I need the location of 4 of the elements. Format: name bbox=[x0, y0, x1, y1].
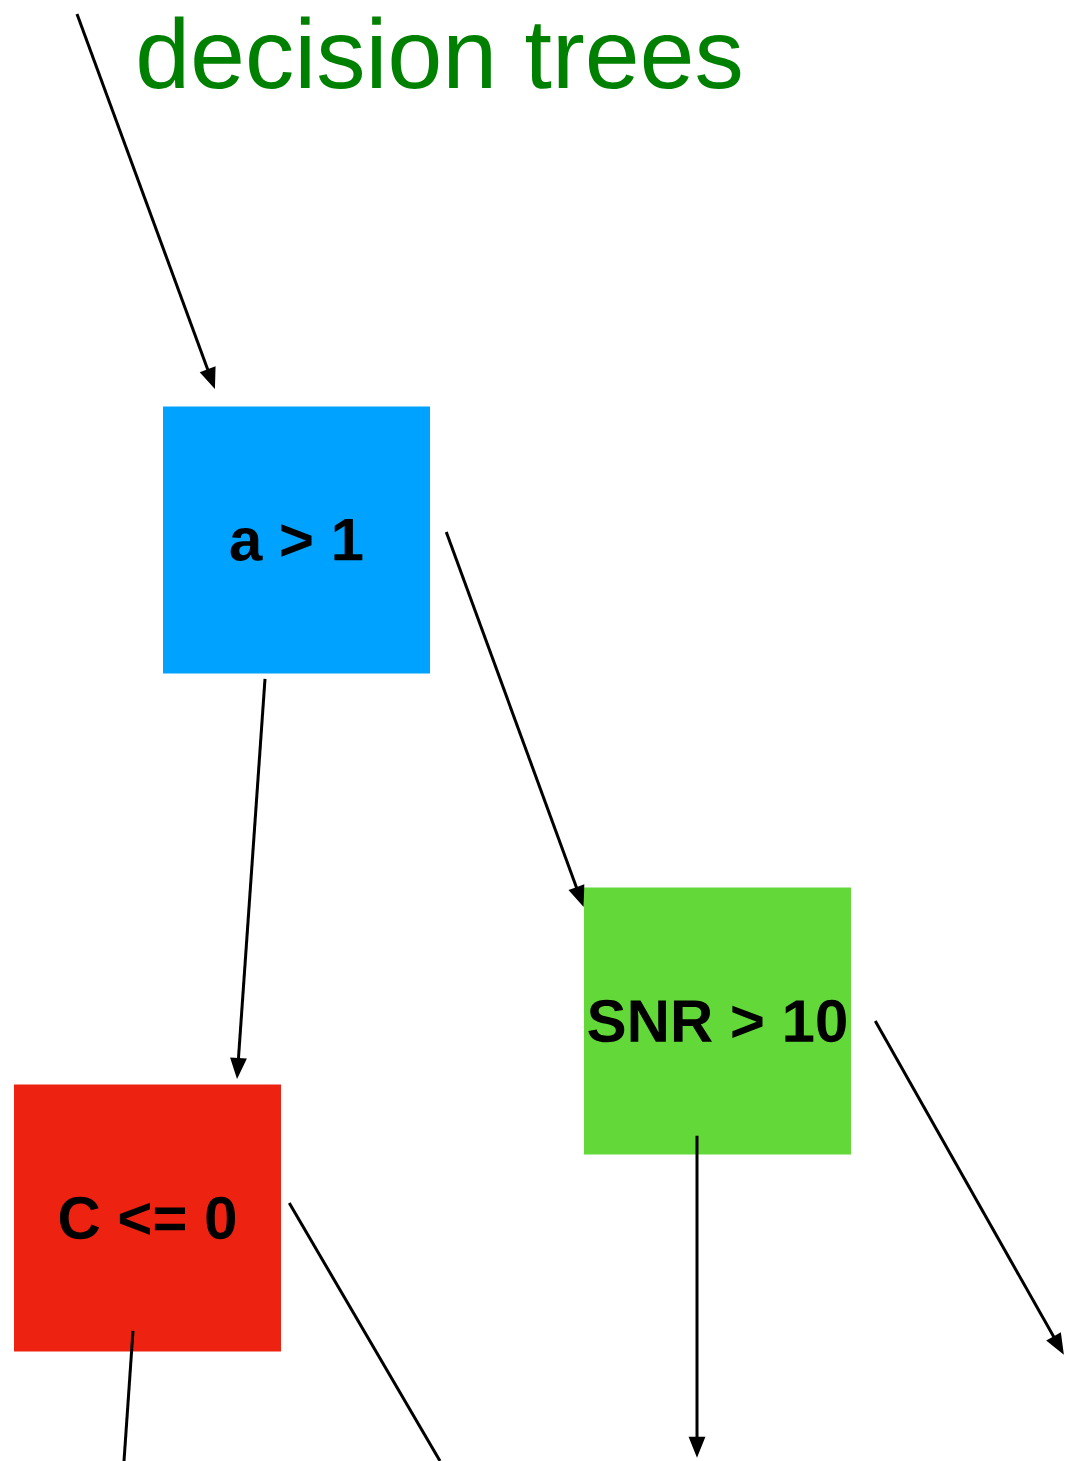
decision-box: a > 1 bbox=[163, 406, 430, 674]
decision-box: C <= 0 bbox=[14, 1084, 281, 1352]
title: decision trees bbox=[139, 16, 741, 89]
decision-box: SNR > 10 bbox=[584, 887, 851, 1155]
